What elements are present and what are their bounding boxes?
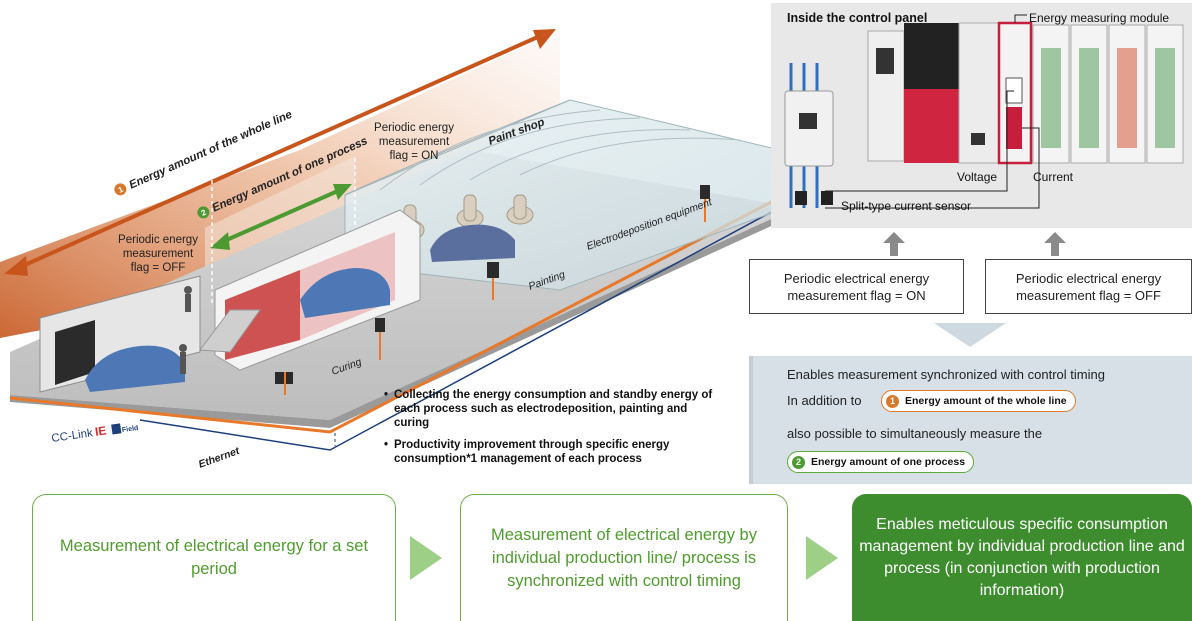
- up-arrow-icon: [883, 232, 905, 256]
- sensor-label: Split-type current sensor: [841, 199, 972, 213]
- control-panel: Inside the control panel Energy measurin…: [771, 3, 1192, 228]
- svg-text:IE: IE: [94, 423, 107, 438]
- pill-number: 2: [792, 455, 805, 469]
- whole-line-number: 1: [117, 185, 125, 195]
- flow-step-3: Enables meticulous specific consumption …: [852, 494, 1192, 621]
- one-process-number: 2: [200, 208, 208, 218]
- sensor-devices: [275, 185, 710, 395]
- car-in-booth: [430, 224, 515, 262]
- energy-band: [0, 30, 560, 338]
- svg-text:Periodic energy: Periodic energy: [118, 234, 198, 246]
- whole-line-pill: 1 Energy amount of the whole line: [881, 390, 1076, 412]
- flow-step-2: Measurement of electrical energy by indi…: [460, 494, 788, 621]
- note-item: Productivity improvement through specifi…: [384, 438, 724, 466]
- svg-text:CC-Link: CC-Link: [51, 427, 94, 445]
- svg-text:Field: Field: [122, 425, 139, 434]
- stairs: [199, 309, 261, 353]
- svg-text:measurement: measurement: [123, 248, 194, 260]
- whole-line-arrow: [4, 29, 556, 276]
- flow-arrow-icon: [806, 536, 838, 580]
- flow-step-1: Measurement of electrical energy for a s…: [32, 494, 396, 621]
- flag-on-box: Periodic electrical energy measurement f…: [749, 259, 964, 314]
- down-arrow-icon: [934, 323, 1006, 347]
- note-item: Collecting the energy consumption and st…: [384, 388, 724, 430]
- pill-label: Energy amount of one process: [811, 456, 966, 468]
- ethernet-cable: [139, 209, 776, 451]
- sync-line-1: Enables measurement synchronized with co…: [787, 367, 1105, 382]
- car-left: [85, 345, 185, 392]
- pill-number: 1: [886, 394, 899, 408]
- one-process-pill: 2 Energy amount of one process: [787, 451, 975, 473]
- sync-box: Enables measurement synchronized with co…: [749, 356, 1192, 484]
- flow-arrow-icon: [410, 536, 442, 580]
- flag-on-text: Periodic energy measurement flag = ON: [374, 122, 454, 162]
- flag-off-box: Periodic electrical energy measurement f…: [985, 259, 1192, 314]
- up-arrow-icon: [1044, 232, 1066, 256]
- svg-text:flag = ON: flag = ON: [390, 150, 439, 162]
- svg-text:measurement: measurement: [379, 136, 450, 148]
- cclink-logo: CC-Link IE Field: [51, 423, 139, 445]
- pill-label: Energy amount of the whole line: [905, 395, 1067, 407]
- sync-line-2: In addition to: [787, 393, 862, 408]
- svg-text:flag = OFF: flag = OFF: [131, 262, 186, 274]
- cclink-cable: [9, 198, 776, 434]
- ethernet-label: Ethernet: [197, 445, 242, 470]
- current-label: Current: [1033, 170, 1074, 184]
- control-panel-illustration: [784, 14, 1184, 209]
- notes-list: Collecting the energy consumption and st…: [384, 388, 724, 474]
- voltage-label: Voltage: [957, 170, 998, 184]
- module-label: Energy measuring module: [1029, 11, 1170, 25]
- panel-title: Inside the control panel: [787, 11, 928, 25]
- svg-text:Periodic energy: Periodic energy: [374, 122, 454, 134]
- factory-illustration: 1 Energy amount of the whole line 2 Ener…: [0, 29, 780, 470]
- car-in-oven: [300, 268, 390, 318]
- sync-line-3: also possible to simultaneously measure …: [787, 426, 1043, 441]
- workers: [179, 286, 192, 374]
- one-process-arrow: [210, 184, 352, 250]
- flag-off-text: Periodic energy measurement flag = OFF: [118, 234, 198, 274]
